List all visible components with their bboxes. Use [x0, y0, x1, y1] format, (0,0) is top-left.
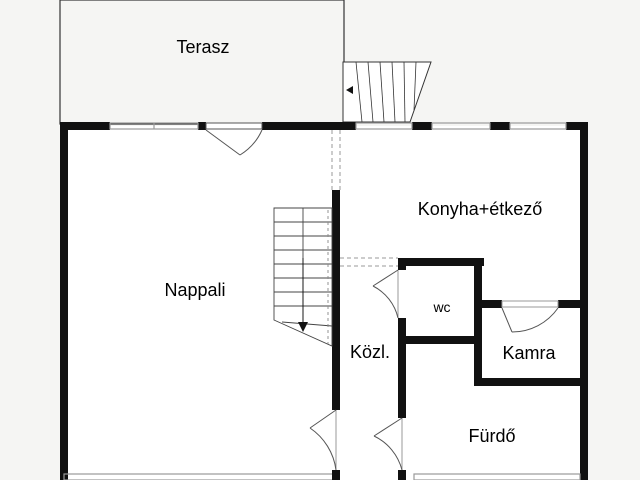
wall-wc-right	[474, 258, 482, 308]
step-line	[379, 61, 385, 123]
step-arrow-icon	[346, 86, 353, 94]
wall-pantry-left	[474, 300, 482, 386]
window	[509, 122, 567, 130]
interior-walls	[332, 190, 584, 480]
window	[355, 122, 413, 130]
wall-top-2	[198, 122, 206, 130]
room-label-living-room: Nappali	[164, 280, 225, 300]
wall-pantry-top-1	[474, 300, 502, 308]
door-swing	[205, 129, 263, 156]
wc-door-swing	[372, 269, 399, 319]
pantry-door-swing	[501, 307, 559, 333]
terrace-steps	[342, 61, 432, 123]
step-line	[355, 61, 363, 123]
room-label-kitchen-dining: Konyha+étkező	[418, 199, 543, 219]
bath-door-swing	[373, 417, 403, 471]
room-label-bathroom: Fürdő	[468, 426, 515, 446]
window	[413, 473, 581, 480]
terrace-door	[205, 122, 263, 156]
stair-arrow-icon	[298, 322, 308, 332]
terrace	[59, 0, 432, 125]
wall-center	[332, 190, 340, 410]
wall-top-3	[262, 122, 356, 130]
open-passage	[331, 130, 398, 267]
step-line	[413, 61, 417, 111]
step-line	[403, 61, 406, 123]
room-label-pantry: Kamra	[502, 343, 556, 363]
window	[431, 122, 491, 130]
terrace-area	[59, 0, 345, 125]
wall-wc-bottom	[398, 336, 478, 344]
wall-pantry-top-2	[558, 300, 584, 308]
wall-top-4	[412, 122, 432, 130]
interior-doors	[309, 269, 559, 471]
wall-center-bottom	[332, 470, 340, 480]
wall-bath-left	[398, 470, 406, 480]
wall-top-1	[60, 122, 110, 130]
wall-left	[60, 122, 68, 480]
door-leaf	[205, 122, 263, 130]
step-line	[367, 61, 374, 123]
step-line	[391, 61, 396, 123]
room-label-wc: wc	[432, 299, 450, 315]
wall-pantry-bottom	[474, 378, 584, 386]
wall-wc-top	[398, 258, 484, 266]
wall-top-5	[490, 122, 510, 130]
wall-wc-left	[398, 318, 406, 418]
living-door-swing	[309, 409, 337, 471]
room-label-terrace: Terasz	[176, 37, 229, 57]
staircase	[273, 207, 333, 347]
room-label-hallway: Közl.	[350, 342, 390, 362]
wall-top-6	[566, 122, 588, 130]
wall-wc-left-top	[398, 258, 406, 270]
pantry-door-leaf	[501, 300, 559, 308]
